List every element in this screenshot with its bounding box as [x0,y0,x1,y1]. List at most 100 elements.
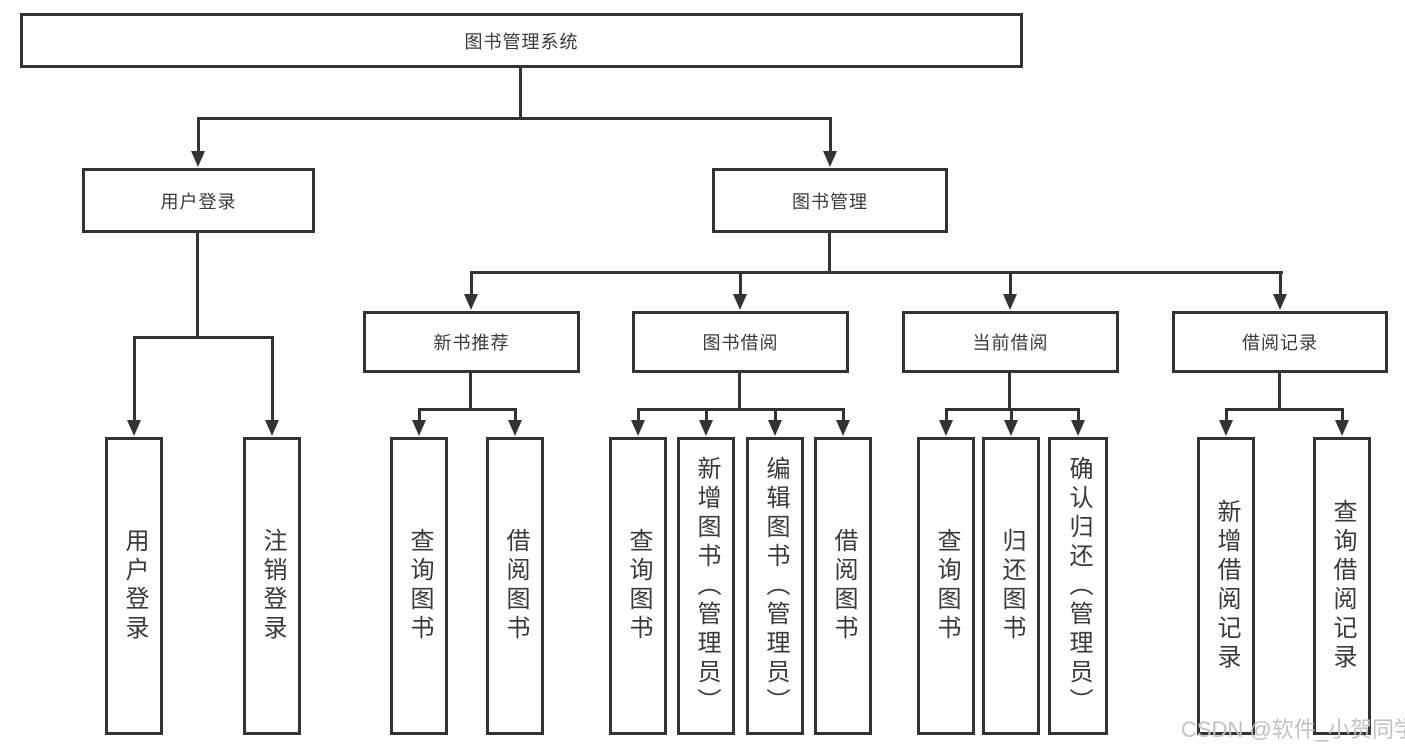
leaf-return-books: 归还图书 [982,437,1040,735]
arrow-down-icon [464,272,478,310]
arrow-head-icon [733,294,747,310]
arrow-shaft [738,272,742,296]
leaf-label: 新增借阅记录 [1213,499,1240,673]
arrow-shaft [1076,409,1080,422]
arrow-shaft [1278,272,1282,296]
connector-book-management-stem [828,231,831,273]
node-label: 图书管理系统 [464,31,579,52]
arrow-shaft [773,409,777,422]
arrow-shaft [1008,272,1012,296]
arrow-head-icon [1273,294,1287,310]
connector-book-borrow-bar [637,408,845,411]
connector-level2-bar [197,117,832,120]
leaf-label: 查询图书 [625,528,652,644]
node-current-borrowing: 当前借阅 [902,311,1119,373]
arrow-down-icon [1003,272,1017,310]
arrow-down-icon [265,337,279,436]
connector-book-borrow-stem [738,371,741,410]
arrow-down-icon [1071,409,1085,436]
arrow-shaft [417,409,421,422]
leaf-label: 归还图书 [998,528,1025,644]
arrow-down-icon [631,409,645,436]
connector-new-book-stem [469,371,472,410]
arrow-head-icon [1335,420,1349,436]
arrow-down-icon [823,118,837,167]
arrow-down-icon [1219,409,1233,436]
arrow-shaft [704,409,708,422]
leaf-label: 借阅图书 [830,528,857,644]
arrow-down-icon [836,409,850,436]
arrow-head-icon [508,420,522,436]
arrow-head-icon [939,420,953,436]
leaf-label: 新增图书（管理员） [693,455,720,717]
arrow-head-icon [823,151,837,167]
connector-user-login-stem [196,231,199,338]
leaf-query-books-current: 查询图书 [917,437,975,735]
leaf-label: 编辑图书（管理员） [762,455,789,717]
leaf-borrow-books-recommend: 借阅图书 [486,437,544,735]
arrow-shaft [944,409,948,422]
arrow-down-icon [412,409,426,436]
leaf-query-borrow-record: 查询借阅记录 [1313,437,1371,735]
arrow-head-icon [265,420,279,436]
arrow-head-icon [464,294,478,310]
arrow-shaft [469,272,473,296]
arrow-down-icon [939,409,953,436]
arrow-shaft [513,409,517,422]
node-book-management: 图书管理 [712,168,948,233]
arrow-shaft [636,409,640,422]
arrow-head-icon [1003,294,1017,310]
leaf-confirm-return-admin: 确认归还（管理员） [1048,437,1108,735]
node-library-management-system: 图书管理系统 [20,13,1023,68]
arrow-head-icon [1004,420,1018,436]
arrow-shaft [1340,409,1344,422]
arrow-head-icon [1219,420,1233,436]
leaf-label: 查询图书 [406,528,433,644]
leaf-label: 查询借阅记录 [1329,499,1356,673]
arrow-shaft [270,337,274,422]
arrow-down-icon [768,409,782,436]
leaf-user-login: 用户登录 [105,437,163,735]
node-new-book-recommend: 新书推荐 [363,311,580,373]
leaf-query-books-borrowing: 查询图书 [609,437,667,735]
connector-root-stem [519,66,522,119]
leaf-label: 借阅图书 [502,528,529,644]
connector-borrow-records-stem [1278,371,1281,410]
arrow-head-icon [699,420,713,436]
leaf-label: 用户登录 [121,528,148,644]
arrow-head-icon [191,151,205,167]
node-user-login: 用户登录 [82,168,315,233]
connector-current-borrow-stem [1008,371,1011,410]
arrow-down-icon [733,272,747,310]
arrow-head-icon [412,420,426,436]
leaf-query-books-recommend: 查询图书 [390,437,448,735]
arrow-down-icon [191,118,205,167]
connector-level3-bar [470,271,1283,274]
connector-current-borrow-bar [945,408,1080,411]
arrow-head-icon [1071,420,1085,436]
csdn-watermark: CSDN @软件_小贺同学 [1181,717,1405,742]
connector-user-login-bar [133,336,274,339]
leaf-add-borrow-record: 新增借阅记录 [1197,437,1255,735]
arrow-shaft [828,118,832,153]
arrow-down-icon [699,409,713,436]
arrow-head-icon [127,420,141,436]
connector-borrow-records-bar [1225,408,1344,411]
arrow-head-icon [631,420,645,436]
node-label: 借阅记录 [1242,333,1318,353]
arrow-head-icon [768,420,782,436]
node-label: 新书推荐 [433,333,510,353]
arrow-down-icon [1273,272,1287,310]
leaf-add-books-admin: 新增图书（管理员） [677,437,735,735]
node-book-borrowing: 图书借阅 [632,311,849,373]
leaf-label: 查询图书 [933,528,960,644]
node-borrowing-records: 借阅记录 [1172,311,1388,373]
arrow-shaft [196,118,200,153]
node-label: 图书借阅 [702,333,779,353]
leaf-label: 确认归还（管理员） [1065,455,1092,717]
arrow-down-icon [1004,409,1018,436]
arrow-shaft [841,409,845,422]
arrow-down-icon [1335,409,1349,436]
leaf-edit-books-admin: 编辑图书（管理员） [746,437,804,735]
